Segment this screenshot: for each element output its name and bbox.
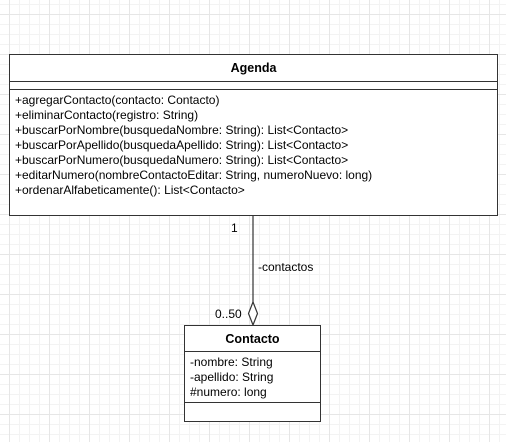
- aggregation-diamond-icon: [247, 300, 259, 327]
- contacto-class-name: Contacto: [185, 326, 320, 352]
- target-multiplicity-label: 0..50: [215, 307, 242, 321]
- agenda-methods-compartment: +agregarContacto(contacto: Contacto) +el…: [10, 90, 497, 198]
- role-label: -contactos: [258, 260, 314, 274]
- method-editar-numero: +editarNumero(nombreContactoEditar: Stri…: [15, 168, 373, 182]
- method-buscar-por-nombre: +buscarPorNombre(busquedaNombre: String)…: [15, 123, 349, 137]
- method-buscar-por-apellido: +buscarPorApellido(busquedaApellido: Str…: [15, 138, 349, 152]
- agenda-class[interactable]: Agenda +agregarContacto(contacto: Contac…: [9, 54, 498, 216]
- contacto-methods-compartment: [185, 403, 320, 421]
- attribute-apellido: -apellido: String: [190, 370, 274, 384]
- attribute-numero: #numero: long: [190, 385, 267, 399]
- method-ordenar-alfabeticamente: +ordenarAlfabeticamente(): List<Contacto…: [15, 183, 245, 197]
- attribute-nombre: -nombre: String: [190, 355, 273, 369]
- contacto-class[interactable]: Contacto -nombre: String -apellido: Stri…: [184, 325, 321, 422]
- agenda-class-name: Agenda: [10, 55, 497, 82]
- contacto-attributes-compartment: -nombre: String -apellido: String #numer…: [185, 352, 320, 403]
- agenda-attributes-compartment: [10, 82, 497, 90]
- method-eliminar-contacto: +eliminarContacto(registro: String): [15, 108, 199, 122]
- source-multiplicity-label: 1: [231, 221, 238, 235]
- method-buscar-por-numero: +buscarPorNumero(busquedaNumero: String)…: [15, 153, 349, 167]
- method-agregar-contacto: +agregarContacto(contacto: Contacto): [15, 93, 220, 107]
